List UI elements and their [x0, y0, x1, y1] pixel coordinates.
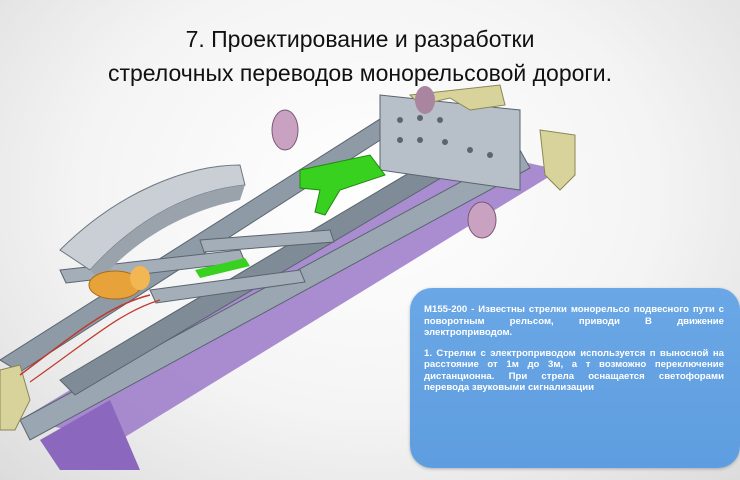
description-box: М155-200 - Известны стрелки монорельсо п… [410, 288, 740, 468]
green-bar [195, 258, 250, 278]
slide-title-line-1: 7. Проектирование и разработки [185, 26, 535, 52]
purple-rail-lower [40, 400, 140, 470]
pink-wheel-2 [467, 201, 497, 239]
cross-member-2 [149, 269, 306, 304]
switch-frame-illustration [0, 84, 576, 470]
slide-title: 7. Проектирование и разработки стрелочны… [0, 22, 720, 90]
pink-wheel-1 [271, 109, 299, 151]
slide-title-line-2: стрелочных переводов монорельсовой дорог… [107, 60, 613, 86]
red-cable [19, 294, 151, 376]
description-paragraph-2: 1. Стрелки с электроприводом используетс… [424, 347, 724, 394]
yellow-bracket-left [0, 364, 31, 431]
yellow-bracket-right [539, 129, 576, 191]
cross-member-3 [199, 229, 335, 253]
pink-wheel-3 [415, 86, 435, 114]
description-paragraph-1: М155-200 - Известны стрелки монорельсо п… [424, 304, 724, 338]
green-lever [299, 154, 386, 216]
frame-beam-right [19, 149, 531, 441]
